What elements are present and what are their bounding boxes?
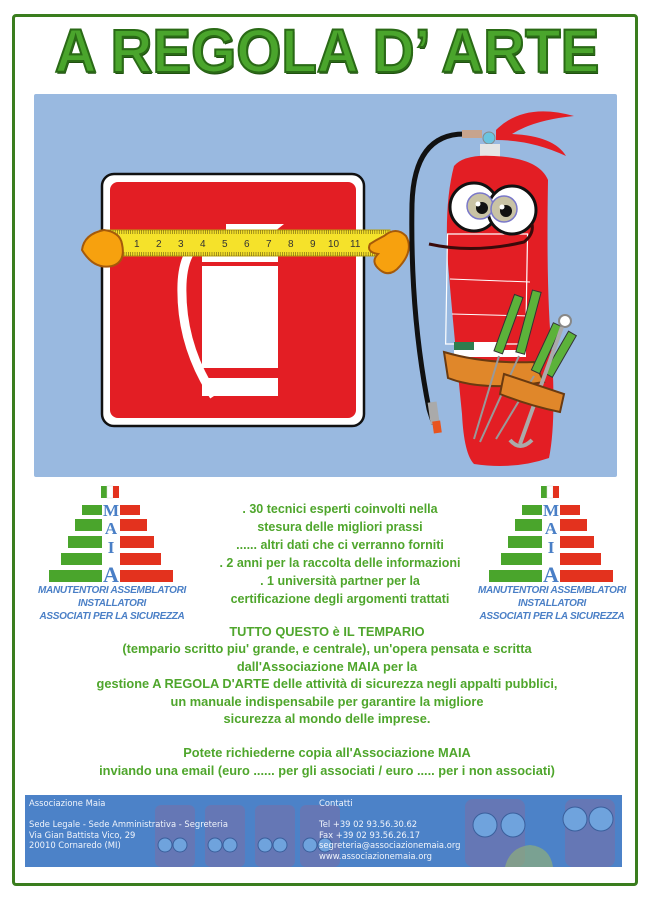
footer-background-characters-icon — [155, 799, 615, 867]
footer-website-link[interactable]: www.associazionemaia.org — [319, 850, 432, 861]
logo-caption-line: INSTALLATORI — [517, 598, 587, 609]
body-line: gestione A REGOLA D'ARTE delle attività … — [96, 676, 558, 692]
stats-line: . 2 anni per la raccolta delle informazi… — [219, 556, 461, 570]
stats-line: . 30 tecnici esperti coinvolti nella — [242, 502, 438, 516]
footer-email-link[interactable]: segreteria@associazionemaia.org — [319, 840, 461, 851]
logo-caption-line: INSTALLATORI — [77, 598, 147, 609]
ruler-number: 8 — [288, 239, 294, 250]
extinguisher-character-icon — [409, 111, 578, 466]
logo-caption-line: MANUTENTORI ASSEMBLATORI — [38, 585, 186, 596]
body-line: dall'Associazione MAIA per la — [236, 658, 418, 674]
stats-line: ...... altri dati che ci verranno fornit… — [236, 538, 444, 552]
right-glove-icon — [368, 230, 410, 275]
footer-address-line: Via Gian Battista Vico, 29 — [29, 829, 136, 840]
footer-contacts: Contatti Tel +39 02 93.56.30.62 Fax +39 … — [319, 798, 460, 862]
body-line: sicurezza al mondo delle imprese. — [223, 711, 431, 727]
footer-tel: Tel +39 02 93.56.30.62 — [319, 819, 418, 830]
description-text: TUTTO QUESTO è IL TEMPARIO (tempario scr… — [30, 623, 624, 779]
logo-caption-line: ASSOCIATI PER LA SICUREZZA — [479, 611, 625, 622]
body-line: un manuale indispensabile per garantire … — [170, 693, 484, 709]
logo-caption: MANUTENTORI ASSEMBLATORI INSTALLATORI AS… — [22, 584, 202, 623]
ruler-number: 7 — [266, 239, 272, 250]
footer-org-name: Associazione Maia — [29, 798, 106, 808]
tape-measure-icon: 1 2 3 4 5 6 7 8 9 10 11 — [99, 229, 391, 257]
maia-logo-left: M A I A MANUTENTORI ASSEMBLATORI INSTALL… — [32, 484, 192, 624]
footer-contact-bar: Associazione Maia Sede Legale - Sede Amm… — [25, 795, 622, 867]
logo-letter-a: A — [105, 519, 118, 538]
footer-address-line: 20010 Cornaredo (MI) — [29, 840, 121, 851]
poster-title: A REGOLA D’ ARTE — [54, 16, 601, 86]
spacer — [29, 809, 228, 820]
stats-line: certificazione degli argomenti trattati — [230, 592, 450, 606]
footer-address-line: Sede Legale - Sede Amministrativa - Segr… — [29, 819, 228, 830]
ruler-number: 9 — [310, 239, 316, 250]
left-glove-icon — [80, 228, 124, 268]
logo-letter-a2: A — [103, 562, 119, 584]
logo-letter-a: A — [545, 519, 558, 538]
spacer — [30, 727, 624, 744]
stats-line: stesura delle migliori prassi — [257, 520, 423, 534]
ruler-number: 4 — [200, 239, 206, 250]
ruler-number: 2 — [156, 239, 162, 250]
logo-letter-m: M — [543, 501, 559, 520]
ruler-number: 10 — [328, 239, 340, 250]
request-line: Potete richiederne copia all'Associazion… — [183, 745, 471, 761]
hero-illustration: 1 2 3 4 5 6 7 8 9 10 11 — [34, 94, 617, 477]
ruler-number: 5 — [222, 239, 228, 250]
maia-pyramid-icon: M A I A — [49, 485, 173, 584]
logo-letter-m: M — [103, 501, 119, 520]
logo-caption-line: ASSOCIATI PER LA SICUREZZA — [39, 611, 185, 622]
logo-caption: MANUTENTORI ASSEMBLATORI INSTALLATORI AS… — [462, 584, 642, 623]
logo-letter-a2: A — [543, 562, 559, 584]
request-line: inviando una email (euro ...... per gli … — [99, 762, 555, 778]
ruler-number: 6 — [244, 239, 250, 250]
ruler-number: 3 — [178, 239, 184, 250]
logo-caption-line: MANUTENTORI ASSEMBLATORI — [478, 585, 626, 596]
footer-fax: Fax +39 02 93.56.26.17 — [319, 829, 421, 840]
maia-logo-right: M A I A MANUTENTORI ASSEMBLATORI INSTALL… — [478, 484, 638, 624]
maia-pyramid-icon: M A I A — [489, 485, 613, 584]
body-line: TUTTO QUESTO è IL TEMPARIO — [229, 624, 425, 639]
footer-address: Associazione Maia Sede Legale - Sede Amm… — [29, 798, 228, 851]
logo-letter-i: I — [108, 538, 115, 557]
stats-line: . 1 università partner per la — [260, 574, 420, 588]
stats-list: . 30 tecnici esperti coinvolti nella ste… — [200, 500, 480, 608]
ruler-number: 11 — [350, 239, 361, 250]
body-line: (tempario scritto piu' grande, e central… — [122, 641, 532, 657]
spacer — [319, 809, 460, 820]
logo-letter-i: I — [548, 538, 555, 557]
ruler-number: 1 — [134, 239, 140, 250]
footer-contacts-heading: Contatti — [319, 798, 353, 808]
fire-extinguisher-sign-icon — [100, 172, 366, 428]
